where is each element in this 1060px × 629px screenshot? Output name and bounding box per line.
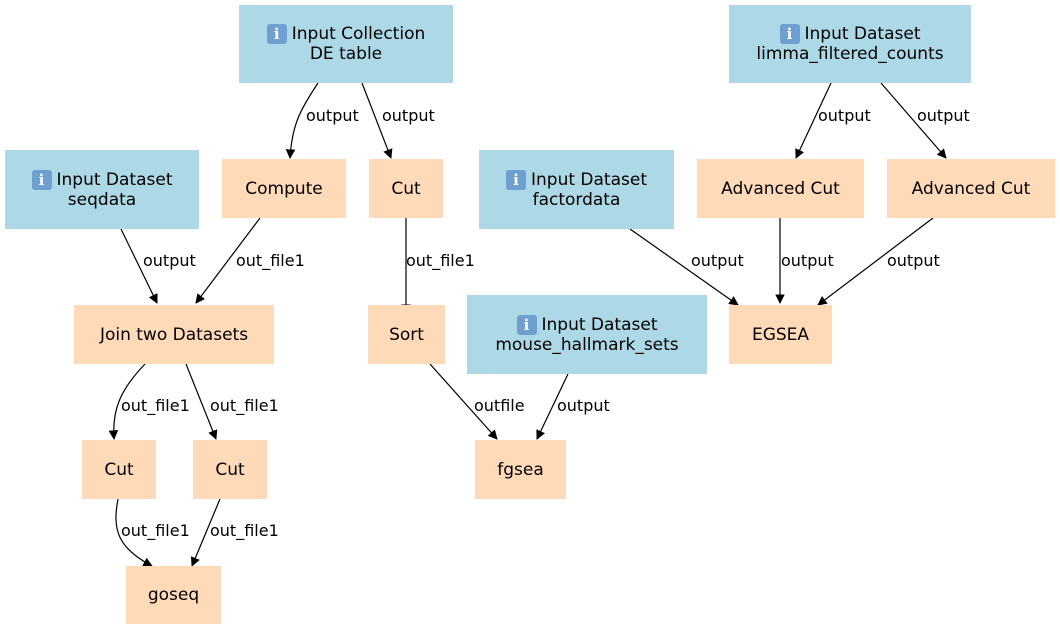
info-icon: i [779,24,800,44]
edge-label: output [382,106,435,125]
edge-label: outfile [474,396,525,415]
tool-node-cut-3[interactable]: Cut [193,440,267,499]
node-label: Sort [389,324,424,345]
edge-join-to-cut3 [185,363,218,440]
edge-label: out_file1 [210,396,279,415]
edge-limma-to-advcut2 [880,82,947,159]
edge-label: output [917,106,970,125]
info-icon: i [31,169,52,190]
tool-node-join-two-datasets[interactable]: Join two Datasets [74,305,274,364]
node-label: Cut [104,459,134,480]
node-label: Cut [215,459,245,480]
tool-node-cut[interactable]: Cut [369,159,443,218]
edge-label: out_file1 [121,521,190,540]
node-label: Advanced Cut [721,178,840,199]
input-node-factordata[interactable]: i Input Dataset factordata [479,150,674,229]
edge-label: output [557,396,610,415]
edge-label: output [691,251,744,270]
node-label: Advanced Cut [911,178,1031,199]
info-icon: i [266,24,287,44]
tool-node-fgsea[interactable]: fgsea [475,440,566,499]
node-name-label: mouse_hallmark_sets [495,334,679,355]
input-node-limma-filtered-counts[interactable]: i Input Dataset limma_filtered_counts [729,5,971,83]
tool-node-goseq[interactable]: goseq [126,566,221,624]
edge-label: out_file1 [406,251,475,270]
tool-node-compute[interactable]: Compute [222,159,346,218]
tool-node-advanced-cut-2[interactable]: Advanced Cut [887,159,1055,218]
edge-label: output [818,106,871,125]
edge-hallmark-to-fgsea [536,373,569,440]
edge-cut3-to-goseq [190,498,221,567]
edge-compute-to-join [195,217,261,304]
edge-de-to-cut [361,82,393,159]
tool-node-egsea[interactable]: EGSEA [729,305,832,364]
edge-seqdata-to-join [120,228,158,304]
input-node-mouse-hallmark-sets[interactable]: i Input Dataset mouse_hallmark_sets [467,295,707,374]
edge-de-to-compute [285,82,319,159]
node-kind-label: Input Dataset [804,24,921,44]
node-name-label: factordata [532,189,621,210]
tool-node-advanced-cut-1[interactable]: Advanced Cut [697,159,864,218]
input-node-de-table[interactable]: i Input Collection DE table [239,5,453,83]
edge-join-to-cut2 [108,363,146,440]
node-kind-label: Input Dataset [541,314,658,335]
node-label: Compute [245,178,323,199]
edge-label: out_file1 [121,396,190,415]
input-node-seqdata[interactable]: i Input Dataset seqdata [5,150,199,229]
edge-factordata-to-egsea [629,228,739,306]
node-name-label: DE table [309,44,383,64]
info-icon: i [516,314,537,335]
node-label: goseq [147,585,200,605]
node-name-label: limma_filtered_counts [756,44,944,64]
edge-cut2-to-goseq [115,498,153,567]
edge-advcut2-to-egsea [817,217,934,306]
node-name-label: seqdata [67,189,137,210]
edge-label: output [887,251,940,270]
tool-node-cut-2[interactable]: Cut [82,440,156,499]
info-icon: i [506,169,526,190]
edge-label: output [143,251,196,270]
node-label: fgsea [497,459,544,480]
tool-node-sort[interactable]: Sort [368,305,445,364]
node-kind-label: Input Collection [291,24,426,44]
edge-limma-to-advcut1 [795,82,832,159]
node-kind-label: Input Dataset [56,169,173,190]
node-label: Join two Datasets [99,324,249,345]
edge-sort-to-fgsea [429,363,498,440]
node-label: Cut [391,178,421,199]
node-kind-label: Input Dataset [531,169,647,190]
node-label: EGSEA [751,324,810,345]
edge-label: out_file1 [210,521,279,540]
edge-label: output [306,106,359,125]
edge-label: output [781,251,834,270]
edge-label: out_file1 [236,251,305,270]
